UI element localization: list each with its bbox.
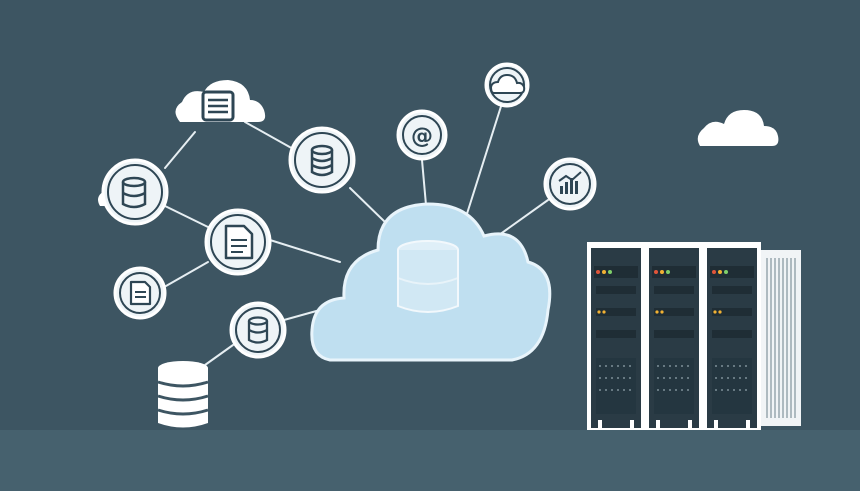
database-icon-mid <box>288 126 356 194</box>
svg-text:@: @ <box>411 124 433 149</box>
cloud-icon-top <box>484 62 530 108</box>
server-unit-3 <box>707 248 757 430</box>
database-cylinder-icon <box>397 240 459 313</box>
stacked-database-icon <box>157 361 209 428</box>
server-vents <box>766 258 796 418</box>
server-racks <box>587 242 801 430</box>
at-sign-icon: @ <box>396 109 448 161</box>
server-unit-2 <box>649 248 699 430</box>
document-icon-cloud-top <box>175 80 266 122</box>
decorative-cloud <box>697 110 779 146</box>
database-icon-low <box>229 301 287 359</box>
server-dot-grid <box>599 365 747 391</box>
file-icon-center <box>204 208 272 276</box>
database-icon-left <box>98 158 169 226</box>
floor-band <box>0 430 860 491</box>
server-unit-1 <box>591 248 641 430</box>
central-cloud <box>310 202 552 362</box>
analytics-chart-icon <box>543 157 597 211</box>
small-file-icon <box>113 266 167 320</box>
